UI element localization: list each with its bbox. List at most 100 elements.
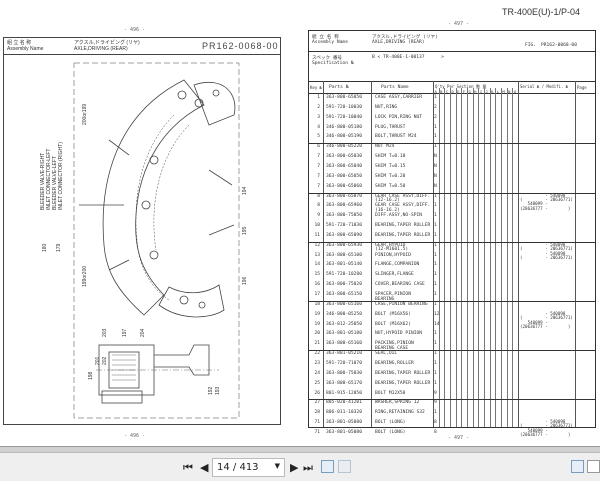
single-page-view-icon[interactable]	[571, 460, 584, 473]
left-page-number-bottom: - 496 -	[124, 433, 146, 439]
rotate-icon[interactable]	[321, 460, 334, 473]
qty-column-F: F	[462, 89, 466, 94]
parts-no: 363-801-05140	[326, 262, 362, 268]
qty-value: 1	[434, 331, 437, 337]
callout-203: 203	[102, 328, 108, 337]
note-inlet-connector-left: INLET CONNECTOR-LEFT	[46, 149, 52, 211]
spec-label-en: Specification №	[312, 61, 354, 66]
parts-no: 363-800-75030	[326, 370, 362, 376]
qty-value: 1	[434, 282, 437, 288]
next-page-icon[interactable]: ▶	[290, 461, 299, 474]
parts-no: 363-800-75020	[326, 282, 362, 288]
copy-icon[interactable]	[338, 460, 351, 473]
qty-column-D: D	[451, 89, 454, 94]
serial-note: - 540098 ( - 20636771) - 540098 ( - 2063…	[520, 241, 573, 260]
parts-no: 363-800-65050	[326, 95, 362, 100]
qty-value: N	[434, 183, 437, 189]
assembly-label-jp: 組 立 名 称	[7, 40, 32, 46]
qty-value: 1	[434, 370, 437, 376]
chevron-down-icon[interactable]: ▼	[274, 462, 280, 470]
parts-no: 591-720-10040	[326, 114, 362, 120]
parts-name: GEAR CASE ASSY,DIFF.	[375, 203, 431, 209]
spec-label-jp: スペック 番号	[312, 56, 343, 61]
callout-201: 201	[95, 356, 101, 365]
key-no: 20	[314, 331, 320, 337]
parts-name: SEAL,OIL	[375, 351, 398, 357]
key-no: 13	[314, 252, 320, 258]
page-number-input[interactable]: 14 / 413 ▼	[212, 458, 285, 477]
page-number-value: 14 / 413	[217, 462, 259, 473]
qty-value: N	[434, 173, 437, 179]
callout-196: 196	[242, 276, 248, 285]
parts-no: 363-800-65090	[326, 232, 362, 238]
note-inlet-connector-right: INLET CONNECTOR (RIGHT)	[58, 142, 64, 210]
parts-name: COVER,BEARING CASE	[375, 282, 425, 288]
parts-name: FLANGE,COMPANION	[375, 262, 420, 268]
callout-204: 204	[140, 328, 146, 337]
parts-no: 363-800-65150	[326, 292, 362, 297]
first-page-icon[interactable]: ⏮	[183, 461, 193, 474]
parts-name: BEARING,TAPER ROLLER	[375, 370, 431, 376]
parts-no: 363-800-65170	[326, 380, 362, 386]
key-no: 2	[317, 104, 320, 110]
qty-value: 1	[434, 213, 437, 219]
right-page-number-top: - 497 -	[448, 21, 470, 27]
key-no: 4	[317, 124, 320, 130]
qty-value: 1	[434, 262, 437, 268]
qty-value: 2	[434, 114, 437, 120]
parts-no: 363-812-25050	[326, 321, 362, 327]
continuous-view-icon[interactable]	[587, 460, 600, 473]
key-no: 7	[317, 154, 320, 160]
key-no: 8	[317, 203, 320, 209]
parts-no: 801-915-12050	[326, 390, 362, 396]
last-page-icon[interactable]: ⏭	[303, 461, 313, 474]
parts-no: 363-800-65060	[326, 183, 362, 189]
header-key-no: Key №	[310, 85, 323, 90]
parts-name: SHIM T=0.50	[375, 183, 406, 189]
qty-value: 1	[434, 410, 437, 416]
prev-page-icon[interactable]: ◀	[200, 461, 209, 474]
qty-value: 2	[434, 104, 437, 110]
parts-name: GEAR CASE ASSY,DIFF.	[375, 193, 431, 199]
key-no: 8	[317, 193, 320, 199]
parts-name: BEARING,TAPER ROLLER	[375, 223, 431, 229]
parts-name: BEARING,TAPER ROLLER	[375, 232, 431, 238]
qty-column-G: G	[468, 89, 471, 94]
key-no: 6	[317, 144, 320, 150]
